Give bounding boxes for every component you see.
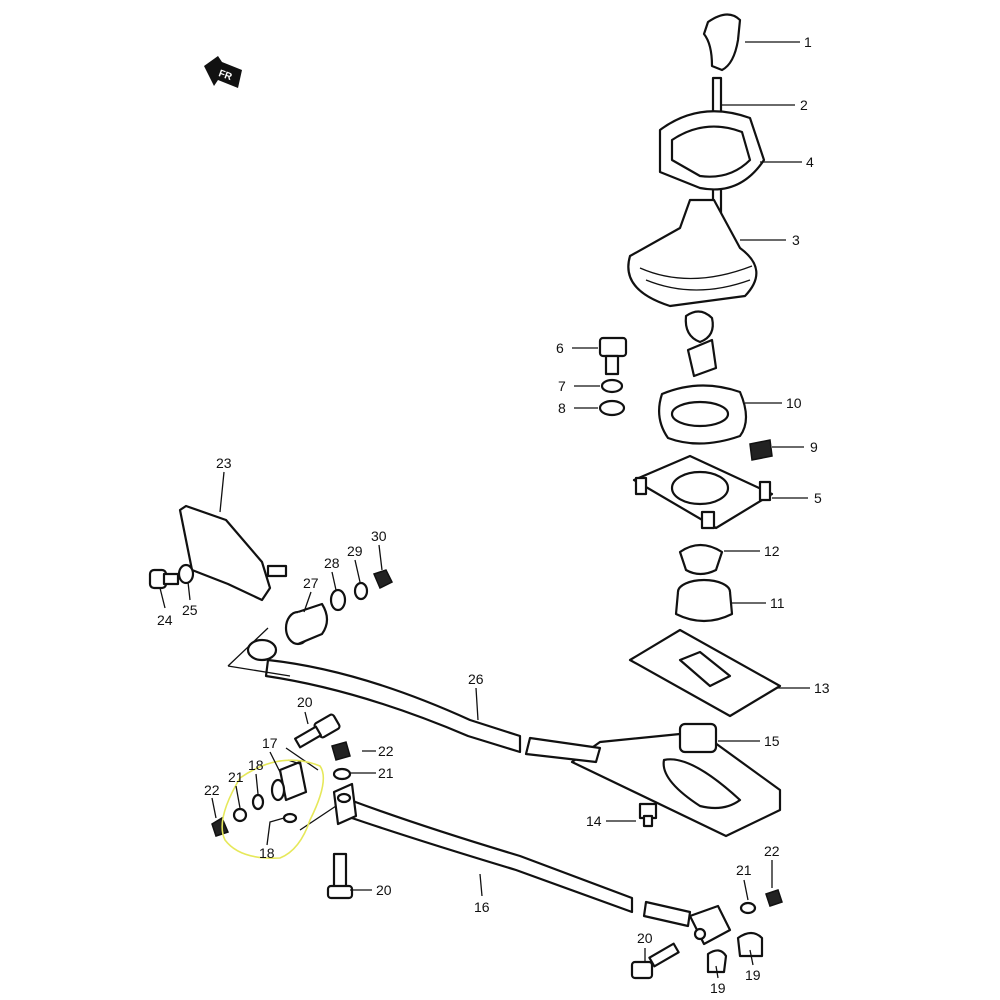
callout-9: 9	[810, 439, 818, 455]
callout-labels: 1 2 4 3 6 7 8 10 9 5 12 11 13 15 14 23 2…	[157, 34, 830, 996]
callout-20-bottom: 20	[376, 882, 392, 898]
callout-27: 27	[303, 575, 319, 591]
rod-26-end	[524, 736, 602, 764]
bolt-20-top	[294, 713, 341, 749]
callout-6: 6	[556, 340, 564, 356]
callout-22: 22	[204, 782, 220, 798]
bushing-12	[678, 543, 724, 576]
callout-5: 5	[814, 490, 822, 506]
direction-badge-text: FR	[217, 68, 234, 83]
plate-13	[628, 628, 782, 718]
callout-16: 16	[474, 899, 490, 915]
callout-23: 23	[216, 455, 232, 471]
callout-29: 29	[347, 543, 363, 559]
rod-16-end	[642, 900, 692, 928]
bushing-19-b	[736, 931, 764, 958]
bolt-20-bottom	[326, 852, 354, 900]
nut-22-top	[331, 741, 351, 761]
washer-21-top	[332, 767, 352, 781]
bushing-27	[284, 602, 329, 646]
washer-29	[353, 581, 369, 601]
joint-16-rear	[688, 904, 732, 946]
callout-24: 24	[157, 612, 173, 628]
callout-2: 2	[800, 97, 808, 113]
callout-20-top: 20	[297, 694, 313, 710]
callout-19-b: 19	[745, 967, 761, 983]
seal-10	[657, 384, 748, 445]
rod-26-eye	[246, 638, 278, 662]
washer-21	[232, 807, 248, 823]
callout-25: 25	[182, 602, 198, 618]
joint-17	[270, 760, 308, 802]
callout-12: 12	[764, 543, 780, 559]
callout-13: 13	[814, 680, 830, 696]
callout-1: 1	[804, 34, 812, 50]
boot-retainer	[658, 110, 766, 191]
front-direction-arrow-icon: FR	[204, 56, 242, 88]
shift-boot	[627, 198, 758, 378]
highlight-circle	[221, 759, 325, 859]
lever-case-5	[632, 454, 774, 530]
bolt-14	[638, 802, 658, 828]
washer-18-lower	[282, 812, 298, 824]
leader-lines	[159, 41, 810, 979]
callout-11: 11	[770, 595, 785, 611]
callout-18-lower: 18	[259, 845, 275, 861]
callout-8: 8	[558, 400, 566, 416]
seat-11	[674, 578, 734, 623]
callout-20-rear: 20	[637, 930, 653, 946]
bushing-19-a	[706, 949, 728, 974]
callout-28: 28	[324, 555, 340, 571]
rod-26	[264, 658, 522, 754]
bolt-6	[598, 336, 628, 376]
joint-16-front	[332, 782, 358, 826]
washer-18	[251, 793, 265, 811]
washer-7	[600, 378, 624, 394]
callout-21: 21	[228, 769, 244, 785]
callout-18: 18	[248, 757, 264, 773]
callout-22-top: 22	[378, 743, 394, 759]
callout-7: 7	[558, 378, 566, 394]
nut-9	[749, 439, 773, 461]
callout-17: 17	[262, 735, 278, 751]
washer-28	[329, 588, 347, 612]
washer-25	[177, 563, 195, 585]
nut-22	[211, 816, 230, 837]
callout-19-a: 19	[710, 980, 726, 996]
callout-21-top: 21	[378, 765, 394, 781]
callout-3: 3	[792, 232, 800, 248]
bolt-20-rear	[630, 942, 680, 980]
nut-22-rear	[765, 889, 783, 907]
callout-4: 4	[806, 154, 814, 170]
callout-26: 26	[468, 671, 484, 687]
callout-30: 30	[371, 528, 387, 544]
callout-22-rear: 22	[764, 843, 780, 859]
rod-16	[344, 798, 634, 914]
washer-8	[598, 399, 626, 417]
nut-30	[372, 569, 394, 590]
callout-14: 14	[586, 813, 602, 829]
callout-21-rear: 21	[736, 862, 752, 878]
shift-bracket-15	[570, 722, 782, 838]
bolt-24	[148, 568, 180, 590]
callout-15: 15	[764, 733, 780, 749]
callout-10: 10	[786, 395, 802, 411]
washer-21-rear	[739, 901, 757, 915]
bracket-23	[178, 504, 288, 602]
